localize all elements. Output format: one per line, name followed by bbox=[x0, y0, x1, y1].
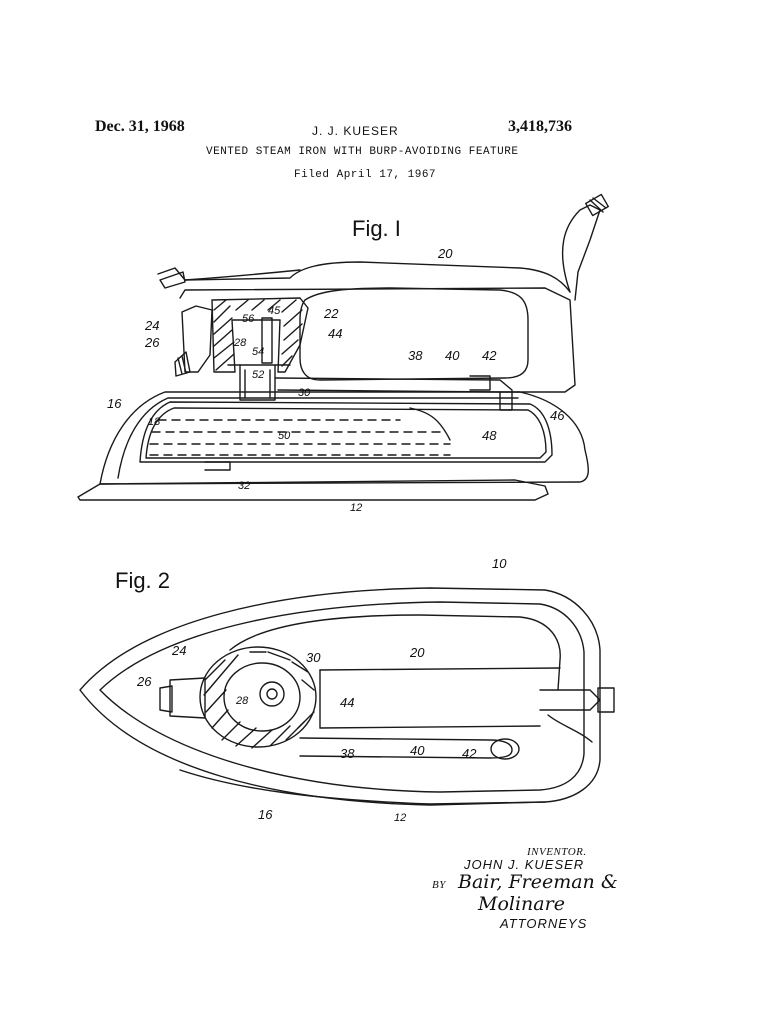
fig2-ref-20: 20 bbox=[410, 645, 425, 660]
fig1-ref-45: 45 bbox=[268, 305, 281, 317]
attorneys-signature-line1: Bair, Freeman & bbox=[458, 871, 618, 893]
fig1-ref-56: 56 bbox=[242, 313, 255, 325]
fig2-ref-30: 30 bbox=[306, 650, 321, 665]
fig1-ref-54: 54 bbox=[252, 346, 265, 358]
fig1-ref-26: 26 bbox=[145, 335, 160, 350]
fig1-ref-38: 38 bbox=[408, 348, 423, 363]
patent-date: Dec. 31, 1968 bbox=[95, 118, 185, 135]
inventor-name: JOHN J. KUESER bbox=[464, 857, 585, 872]
fig2-ref-12: 12 bbox=[394, 812, 407, 824]
fig1-ref-24: 24 bbox=[145, 318, 160, 333]
by-label: BY bbox=[432, 879, 446, 891]
fig1-ref-16: 16 bbox=[107, 396, 122, 411]
fig1-ref-22: 22 bbox=[324, 306, 339, 321]
fig1-ref-52: 52 bbox=[252, 369, 265, 381]
fig1-ref-28: 28 bbox=[234, 337, 247, 349]
fig2-ref-26: 26 bbox=[137, 674, 152, 689]
fig1-ref-50: 50 bbox=[278, 430, 291, 442]
fig2-label: Fig. 2 bbox=[115, 568, 171, 593]
fig1-ref-46: 46 bbox=[550, 408, 565, 423]
fig2-ref-10: 10 bbox=[492, 556, 507, 571]
fig1-ref-12: 12 bbox=[350, 502, 363, 514]
fig1-ref-42: 42 bbox=[482, 348, 497, 363]
inventor-caption: INVENTOR. bbox=[527, 846, 587, 858]
filed-date: Filed April 17, 1967 bbox=[294, 169, 437, 181]
inventor-header: J. J. KUESER bbox=[312, 124, 399, 138]
attorneys-signature-line2: Molinare bbox=[478, 893, 565, 915]
fig1-ref-20: 20 bbox=[438, 246, 453, 261]
fig2-ref-16: 16 bbox=[258, 807, 273, 822]
fig2-ref-42: 42 bbox=[462, 746, 477, 761]
fig1-ref-30: 30 bbox=[298, 387, 311, 399]
fig2-ref-44: 44 bbox=[340, 695, 355, 710]
fig1-ref-44: 44 bbox=[328, 326, 343, 341]
patent-title: VENTED STEAM IRON WITH BURP-AVOIDING FEA… bbox=[206, 146, 519, 158]
attorneys-caption: ATTORNEYS bbox=[500, 916, 588, 931]
fig1-ref-32: 32 bbox=[238, 480, 251, 492]
fig2-ref-38: 38 bbox=[340, 746, 355, 761]
patent-number: 3,418,736 bbox=[508, 118, 572, 135]
fig1-ref-18: 18 bbox=[148, 416, 161, 428]
fig2-ref-40: 40 bbox=[410, 743, 425, 758]
fig2-ref-24: 24 bbox=[172, 643, 187, 658]
fig1-ref-40: 40 bbox=[445, 348, 460, 363]
fig2-ref-28: 28 bbox=[236, 695, 249, 707]
fig1-label: Fig. I bbox=[352, 216, 401, 241]
fig1-ref-48: 48 bbox=[482, 428, 497, 443]
